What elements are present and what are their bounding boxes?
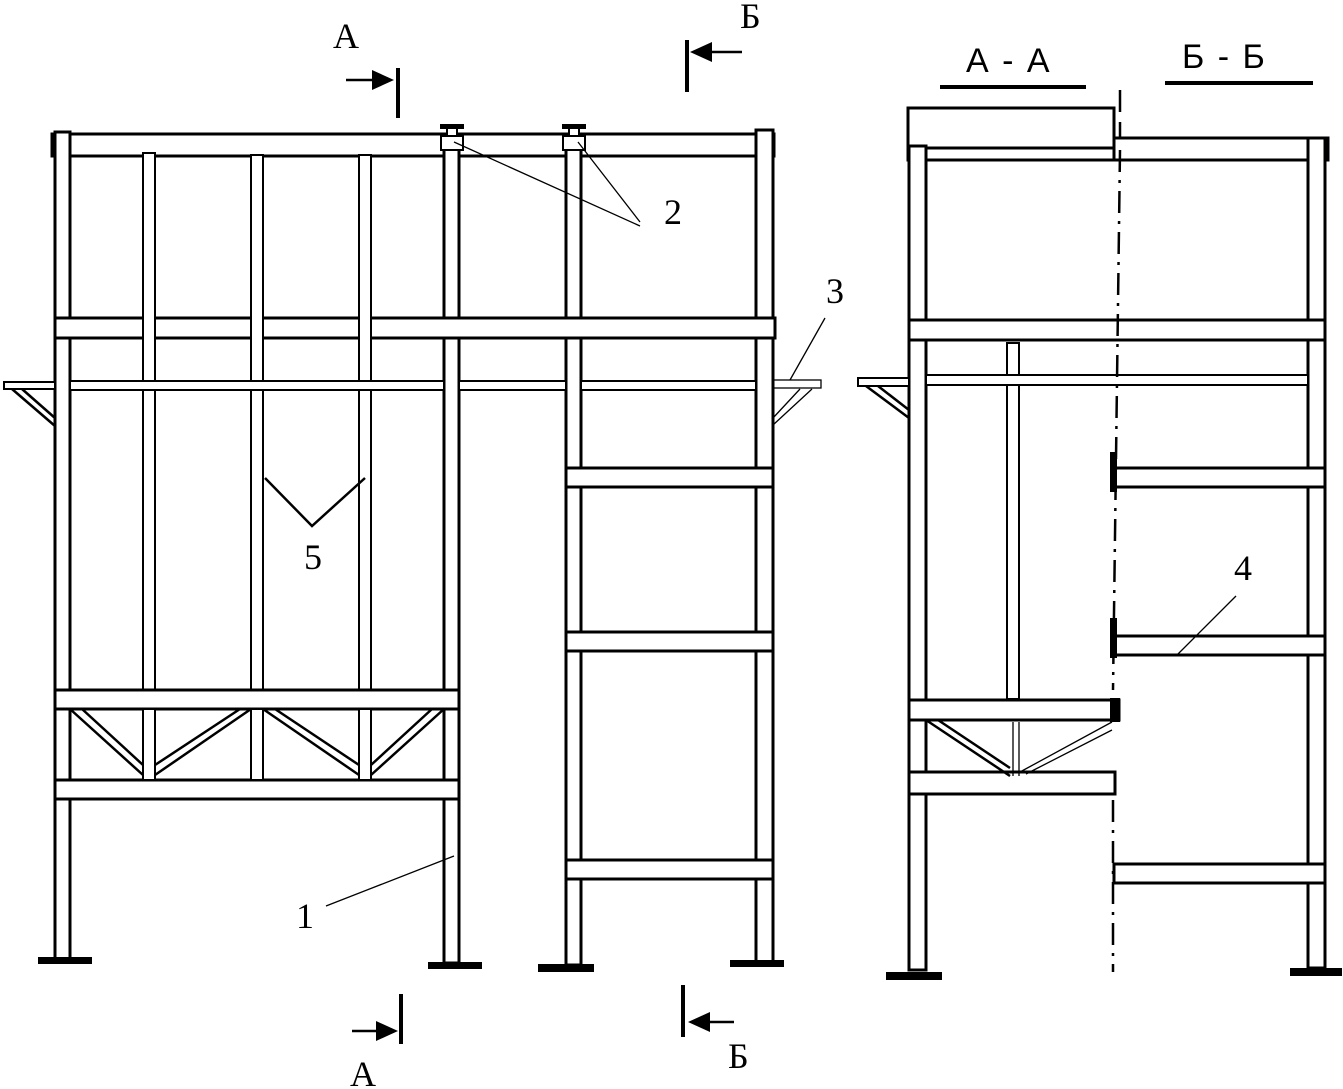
truss-top-chord: [53, 688, 461, 711]
console-bracket-left: [11, 388, 56, 427]
upright-2: [250, 154, 264, 691]
section-console: [857, 377, 910, 387]
bearing-support-left: [440, 124, 464, 151]
column-right-inner: [564, 146, 583, 967]
front-view: 1 2 3 5: [3, 124, 844, 972]
label-5: 5: [304, 537, 322, 577]
upright-1: [142, 152, 156, 691]
truss-vertical-3: [358, 708, 372, 781]
column-left-outer: [53, 130, 72, 962]
section-b-top-beam: [1112, 136, 1330, 162]
walkway-mid: [458, 380, 567, 391]
console-bracket-right: [772, 388, 813, 426]
section-b-beam-3: [1112, 862, 1327, 885]
section-a-top-box: [906, 106, 1116, 154]
base-plate-1: [38, 957, 92, 964]
bearing-support-right: [562, 124, 586, 151]
section-console-bracket: [865, 384, 910, 420]
upright-3: [358, 154, 372, 691]
walkway-left: [69, 380, 445, 391]
right-frame-beam-3: [564, 858, 775, 881]
truss-bottom-chord: [53, 778, 461, 801]
section-a-column: [907, 144, 928, 972]
section-a-truss-bottom: [907, 770, 1117, 796]
top-beam: [50, 132, 776, 158]
console-left: [3, 381, 56, 390]
section-markers: А А Б Б: [333, 0, 761, 1089]
column-right-outer: [754, 128, 775, 965]
label-1: 1: [296, 896, 314, 936]
section-a-truss-top: [907, 698, 1121, 722]
column-left-inner: [442, 146, 461, 965]
section-b-beam-2: [1112, 634, 1327, 657]
right-frame-beam-2: [564, 630, 775, 653]
section-mark-b-bottom: Б: [728, 1036, 749, 1076]
section-a-truss-diagonal: [925, 718, 1011, 778]
section-a-inner-upright: [1006, 342, 1020, 700]
section-b-beam-1: [1112, 466, 1327, 489]
right-frame-beam-1: [564, 466, 775, 489]
section-cut-line: [1110, 90, 1122, 972]
truss-diagonals: [69, 707, 445, 777]
section-a-base-plate: [886, 972, 942, 980]
section-mark-a-bottom: А: [350, 1054, 376, 1089]
section-title-b: Б - Б: [1182, 38, 1267, 76]
label-2: 2: [664, 192, 682, 232]
section-a-top-beam: [906, 146, 1116, 162]
leader-line-1: [325, 855, 455, 907]
section-b-column: [1306, 136, 1327, 970]
leader-line-3: [789, 317, 826, 381]
walkway-right: [580, 380, 757, 391]
leader-line-4: [1175, 595, 1237, 657]
section-view: А - А Б - Б: [857, 38, 1342, 980]
section-b-base-plate: [1290, 968, 1342, 976]
section-mark-a-top: А: [333, 16, 359, 56]
console-right: [772, 379, 822, 389]
section-a-truss-thin: [1012, 721, 1113, 776]
label-3: 3: [826, 271, 844, 311]
truss-vertical-2: [250, 708, 264, 781]
upper-beam: [53, 316, 777, 340]
truss-vertical-1: [142, 708, 156, 781]
base-plate-3: [538, 964, 594, 972]
base-plate-4: [730, 960, 784, 967]
leader-line-2: [453, 141, 641, 227]
section-title-a: А - А: [966, 42, 1052, 80]
section-mark-b-top: Б: [740, 0, 761, 36]
base-plate-2: [428, 962, 482, 969]
leader-line-5: [264, 477, 366, 528]
label-4: 4: [1234, 548, 1252, 588]
